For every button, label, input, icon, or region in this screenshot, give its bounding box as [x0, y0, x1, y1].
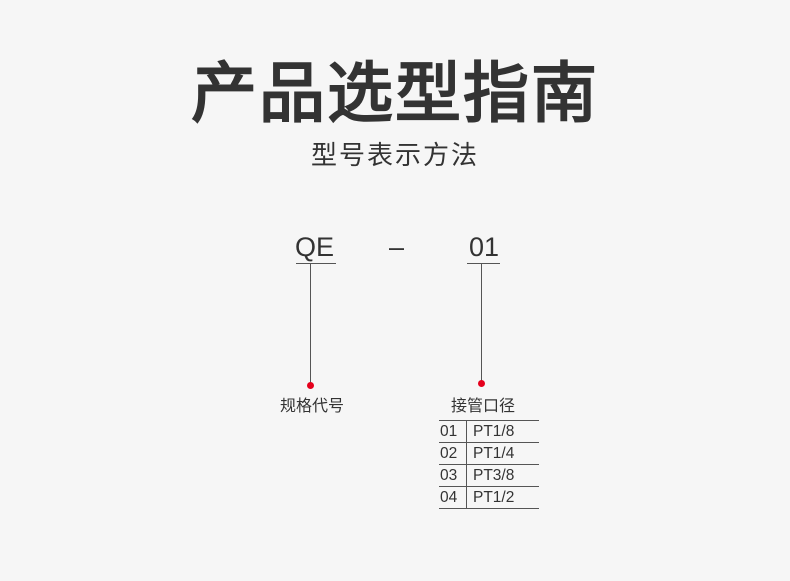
prefix-connector-line: [310, 263, 311, 383]
page-subtitle: 型号表示方法: [310, 141, 479, 171]
model-suffix: 01: [469, 232, 500, 262]
suffix-connector-line: [481, 263, 482, 381]
port-code-cell: 04: [439, 486, 467, 509]
port-size-cell: PT1/2: [466, 486, 539, 509]
model-prefix: QE: [295, 232, 335, 262]
prefix-underline: [296, 263, 336, 264]
port-code-cell: 02: [439, 442, 467, 465]
spec-code-label: 规格代号: [280, 396, 345, 415]
port-size-cell: PT1/8: [466, 420, 539, 443]
port-code-cell: 01: [439, 420, 467, 443]
prefix-marker-dot: [307, 382, 314, 389]
port-code-cell: 03: [439, 464, 467, 487]
page-title: 产品选型指南: [191, 55, 599, 132]
suffix-marker-dot: [478, 380, 485, 387]
suffix-underline: [467, 263, 500, 264]
port-size-cell: PT1/4: [466, 442, 539, 465]
port-size-cell: PT3/8: [466, 464, 539, 487]
model-separator: –: [389, 232, 405, 262]
port-size-label: 接管口径: [451, 396, 516, 415]
